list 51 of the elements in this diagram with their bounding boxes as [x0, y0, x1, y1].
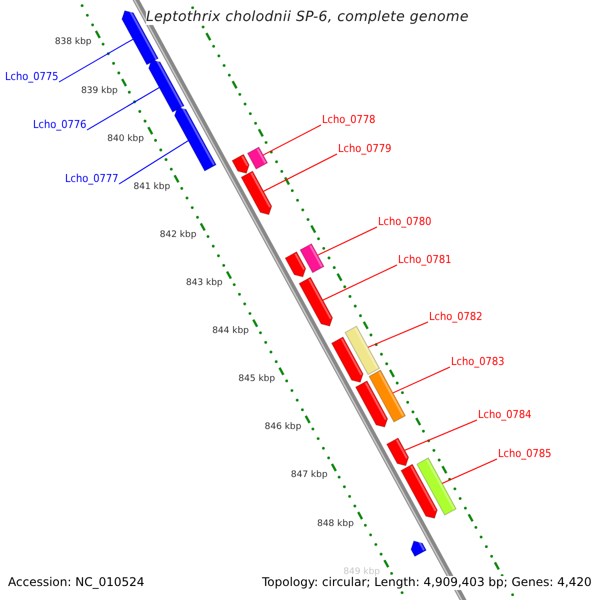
gene-label: Lcho_0782	[429, 311, 482, 324]
gene-block	[174, 106, 217, 172]
tick-label: 843 kbp	[186, 278, 223, 288]
gene-label: Lcho_0783	[451, 356, 504, 369]
gene-block	[298, 276, 333, 327]
gene-block	[232, 154, 250, 174]
leader-line	[86, 87, 160, 130]
gene-block	[300, 243, 325, 274]
gene-label: Lcho_0778	[322, 114, 376, 127]
tick-label: 838 kbp	[54, 37, 92, 48]
accession-text: Accession: NC_010524	[8, 576, 144, 590]
tick-label: 839 kbp	[81, 86, 118, 96]
gene-label: Lcho_0780	[378, 216, 432, 229]
gene-label: Lcho_0785	[498, 448, 552, 461]
gene-block	[240, 170, 272, 216]
tick-label: 844 kbp	[212, 326, 249, 336]
tick-label: 842 kbp	[160, 230, 196, 240]
tick-label: 840 kbp	[107, 134, 144, 144]
leader-line	[404, 420, 478, 451]
gene-label: Lcho_0784	[478, 409, 532, 422]
gene-block	[355, 380, 388, 428]
leader-line	[262, 124, 322, 156]
gene-block	[344, 326, 380, 376]
gene-block	[284, 251, 306, 278]
gene-label: Lcho_0775	[5, 71, 58, 84]
leader-line	[263, 154, 338, 192]
gene-label: Lcho_0779	[338, 143, 392, 156]
leader-line	[322, 264, 398, 301]
gene-block	[148, 58, 185, 113]
gene-label: Lcho_0777	[65, 173, 118, 186]
gene-block	[331, 336, 364, 383]
gene-block	[416, 457, 457, 516]
leader-line	[317, 226, 378, 256]
gene-block	[400, 464, 438, 519]
tick-label: 845 kbp	[238, 374, 276, 385]
tick-label: 841 kbp	[134, 182, 170, 192]
gene-label: Lcho_0776	[33, 119, 86, 132]
leader-line	[58, 38, 134, 82]
tick-label: 848 kbp	[317, 518, 354, 529]
leader-line	[442, 458, 498, 484]
gene-block	[246, 146, 268, 170]
tick-label: 847 kbp	[290, 470, 328, 481]
gene-label: Lcho_0781	[398, 254, 452, 267]
leader-line	[392, 366, 450, 394]
tick-label: 846 kbp	[264, 422, 302, 433]
gene-block	[410, 539, 427, 557]
genome-info-text: Topology: circular; Length: 4,909,403 bp; Genes: 4,420	[262, 576, 592, 590]
leader-line	[368, 322, 428, 348]
gene-block	[368, 370, 406, 423]
leader-line	[118, 140, 189, 184]
gene-block	[386, 437, 410, 466]
